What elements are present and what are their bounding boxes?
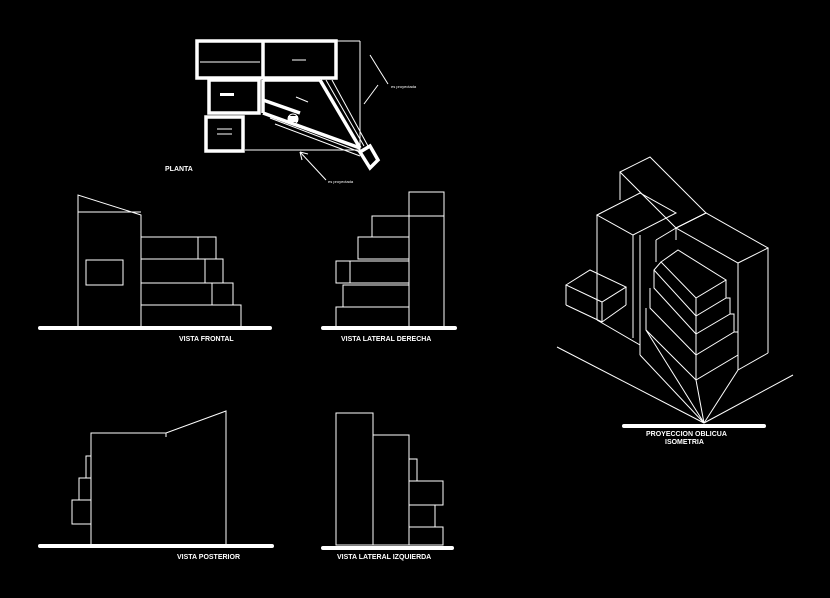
arrow-head bbox=[299, 151, 303, 161]
right-step bbox=[371, 215, 410, 238]
arrow-leader bbox=[299, 151, 327, 181]
iso-ground-line bbox=[556, 346, 705, 424]
front-view-label: VISTA FRONTAL bbox=[179, 336, 234, 343]
plan-title: PLANTA bbox=[165, 166, 193, 173]
right-step bbox=[357, 236, 410, 260]
iso-ray bbox=[639, 354, 705, 424]
iso-step bbox=[653, 270, 731, 335]
plan-room-top bbox=[195, 39, 338, 80]
iso-step bbox=[653, 261, 727, 317]
plan-hatch bbox=[269, 117, 361, 153]
front-step bbox=[140, 258, 224, 284]
plan-column bbox=[288, 116, 298, 122]
iso-top bbox=[674, 212, 770, 264]
iso-step bbox=[649, 288, 735, 356]
iso-edge bbox=[565, 304, 603, 323]
front-tower bbox=[77, 194, 142, 327]
plan-room-mid bbox=[207, 78, 261, 115]
left-step bbox=[408, 458, 418, 482]
front-view: VISTA FRONTAL bbox=[38, 194, 272, 343]
arrow-leader bbox=[363, 84, 379, 105]
right-step bbox=[335, 306, 410, 328]
back-step bbox=[71, 499, 92, 525]
front-step bbox=[140, 304, 242, 328]
projection-title: PROYECCION OBLICUA bbox=[646, 431, 727, 438]
arrow-leader bbox=[369, 54, 389, 85]
front-step bbox=[140, 282, 234, 306]
isometric-view: PROYECCION OBLICUA ISOMETRIA bbox=[556, 156, 794, 446]
plan-text-mark bbox=[295, 96, 309, 103]
plan-hatch bbox=[274, 123, 361, 157]
iso-ray bbox=[703, 369, 739, 424]
arrow-head bbox=[299, 151, 309, 155]
back-view: VISTA POSTERIOR bbox=[38, 410, 274, 561]
plan-wall bbox=[262, 98, 301, 115]
right-view-label: VISTA LATERAL DERECHA bbox=[341, 336, 431, 343]
iso-top bbox=[595, 192, 678, 236]
left-view: VISTA LATERAL IZQUIERDA bbox=[321, 412, 454, 561]
iso-edge bbox=[601, 304, 627, 323]
back-view-label: VISTA POSTERIOR bbox=[177, 554, 240, 561]
left-step bbox=[408, 504, 436, 528]
back-step bbox=[85, 455, 92, 479]
iso-step-top bbox=[660, 249, 727, 299]
plan-hatch bbox=[331, 79, 369, 147]
right-step bbox=[342, 284, 410, 308]
iso-ray bbox=[645, 329, 705, 424]
back-step bbox=[78, 477, 92, 501]
projection-subtitle: ISOMETRIA bbox=[665, 439, 704, 446]
back-building bbox=[90, 410, 227, 545]
left-view-label: VISTA LATERAL IZQUIERDA bbox=[337, 554, 431, 561]
plan-note-bottom: es proyectada bbox=[328, 179, 354, 184]
plan-wall bbox=[262, 111, 361, 150]
iso-edge bbox=[695, 379, 705, 424]
left-step bbox=[408, 480, 444, 506]
plan-corner bbox=[357, 143, 381, 171]
right-step bbox=[335, 260, 410, 284]
iso-small-top bbox=[564, 269, 628, 303]
iso-step bbox=[645, 308, 739, 381]
iso-ground-line bbox=[703, 374, 794, 424]
right-tower bbox=[408, 191, 445, 328]
left-step bbox=[408, 526, 444, 546]
iso-edge bbox=[596, 319, 641, 346]
iso-roof bbox=[619, 156, 707, 229]
left-tower bbox=[335, 412, 374, 546]
front-window bbox=[85, 259, 124, 286]
left-body bbox=[372, 434, 410, 546]
plan-note-top: es proyectada bbox=[391, 84, 417, 89]
front-step bbox=[140, 236, 217, 260]
plan-label-box bbox=[220, 93, 234, 96]
right-view: VISTA LATERAL DERECHA bbox=[321, 191, 457, 343]
iso-edge bbox=[655, 227, 677, 241]
plan-hatch bbox=[325, 79, 365, 147]
plan-wall bbox=[318, 79, 362, 149]
plan-room-bottom bbox=[204, 115, 245, 153]
plan-view: es proyectada es proyectada PLANTA bbox=[165, 39, 417, 184]
iso-edge bbox=[737, 352, 769, 371]
